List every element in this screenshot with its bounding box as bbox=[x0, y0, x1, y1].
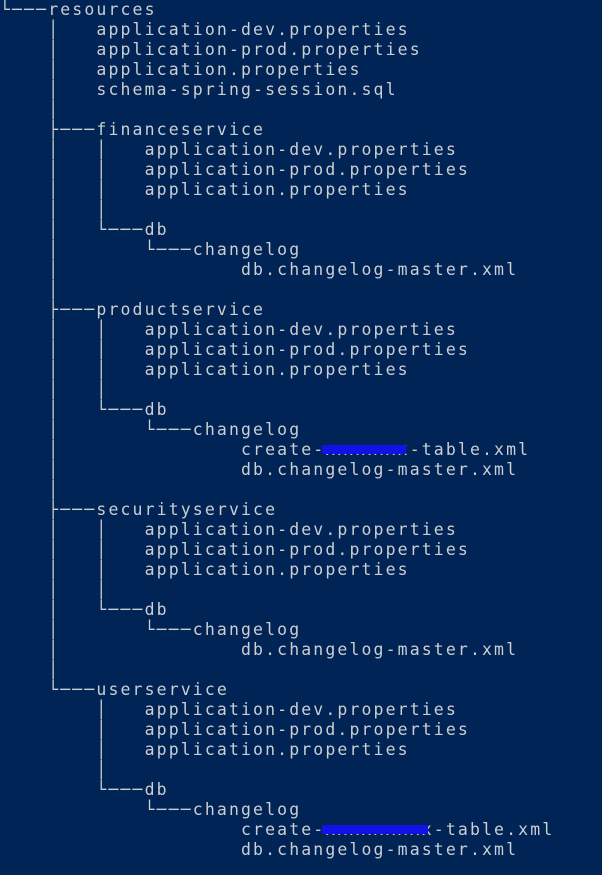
tree-line: │ │ application-dev.properties bbox=[0, 320, 458, 339]
tree-line: └───userservice bbox=[0, 680, 229, 699]
tree-line: │ db.changelog-master.xml bbox=[0, 460, 519, 479]
tree-line: └───changelog bbox=[0, 800, 302, 819]
tree-line: │ │ application.properties bbox=[0, 560, 410, 579]
tree-line: │ application.properties bbox=[0, 740, 410, 759]
tree-line: │ bbox=[0, 480, 61, 499]
tree-line: │ application-dev.properties bbox=[0, 20, 410, 39]
tree-line: │ application.properties bbox=[0, 60, 362, 79]
tree-line: ├───productservice bbox=[0, 300, 266, 319]
tree-line: ├───financeservice bbox=[0, 120, 266, 139]
tree-line: │ bbox=[0, 760, 109, 779]
tree-line: ├───securityservice bbox=[0, 500, 278, 519]
tree-line: │ │ application.properties bbox=[0, 360, 410, 379]
tree-line: │ bbox=[0, 660, 61, 679]
tree-line: │ └───db bbox=[0, 600, 169, 619]
tree-line: │ bbox=[0, 100, 61, 119]
tree-line: └───db bbox=[0, 780, 169, 799]
tree-line: │ db.changelog-master.xml bbox=[0, 260, 519, 279]
tree-line: db.changelog-master.xml bbox=[0, 840, 519, 859]
tree-line: │ │ application-prod.properties bbox=[0, 160, 470, 179]
tree-line: │ │ application-dev.properties bbox=[0, 140, 458, 159]
tree-line: │ └───changelog bbox=[0, 240, 302, 259]
tree-line: │ │ application-prod.properties bbox=[0, 540, 470, 559]
tree-line: │ │ application.properties bbox=[0, 180, 410, 199]
tree-line: │ create-xxxxxxx-table.xml bbox=[0, 440, 531, 459]
tree-line: │ └───db bbox=[0, 220, 169, 239]
tree-line: │ │ bbox=[0, 380, 109, 399]
tree-line: │ application-dev.properties bbox=[0, 700, 458, 719]
tree-line: │ bbox=[0, 280, 61, 299]
tree-line: │ │ bbox=[0, 200, 109, 219]
tree-line: │ └───changelog bbox=[0, 620, 302, 639]
tree-line: │ db.changelog-master.xml bbox=[0, 640, 519, 659]
tree-line: │ └───db bbox=[0, 400, 169, 419]
tree-line: │ application-prod.properties bbox=[0, 40, 422, 59]
tree-line: │ │ bbox=[0, 580, 109, 599]
tree-line: │ │ application-dev.properties bbox=[0, 520, 458, 539]
tree-line: │ └───changelog bbox=[0, 420, 302, 439]
tree-line: │ application-prod.properties bbox=[0, 720, 470, 739]
tree-line: │ │ application-prod.properties bbox=[0, 340, 470, 359]
tree-line: │ schema-spring-session.sql bbox=[0, 80, 398, 99]
tree-line: create-xxxxxxxxx-table.xml bbox=[0, 820, 555, 839]
tree-line: └───resources bbox=[0, 0, 157, 19]
